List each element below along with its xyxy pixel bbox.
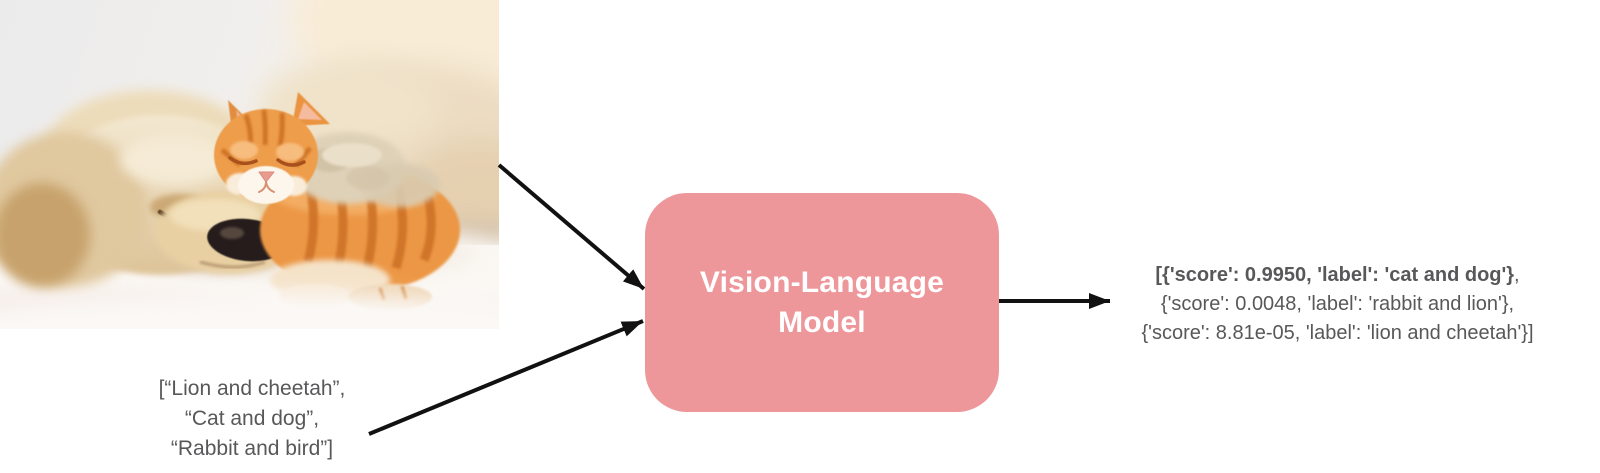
- candidate-label-line: “Cat and dog”,: [184, 407, 320, 430]
- model-label-line2: Model: [778, 305, 866, 339]
- output-line-1-tail: ,: [1514, 264, 1520, 286]
- output-line-3: {'score': 8.81e-05, 'label': 'lion and c…: [1141, 322, 1534, 344]
- candidate-label-line: “Rabbit and bird”]: [170, 437, 334, 460]
- output-line-1-bold: [{'score': 0.9950, 'label': 'cat and dog…: [1155, 264, 1515, 286]
- vision-language-model-node: Vision-Language Model: [645, 193, 999, 412]
- output-line-1: [{'score': 0.9950, 'label': 'cat and dog…: [1085, 261, 1590, 290]
- candidate-label-line: [“Lion and cheetah”,: [158, 377, 346, 400]
- output-line-2: {'score': 0.0048, 'label': 'rabbit and l…: [1160, 293, 1515, 315]
- candidate-labels-list: [“Lion and cheetah”, “Cat and dog”, “Rab…: [92, 374, 412, 464]
- arrow-image-to-model: [497, 163, 646, 291]
- input-image-puppy-and-kitten: [0, 0, 499, 329]
- model-output-scores: [{'score': 0.9950, 'label': 'cat and dog…: [1085, 261, 1590, 348]
- model-label-line1: Vision-Language: [699, 265, 945, 299]
